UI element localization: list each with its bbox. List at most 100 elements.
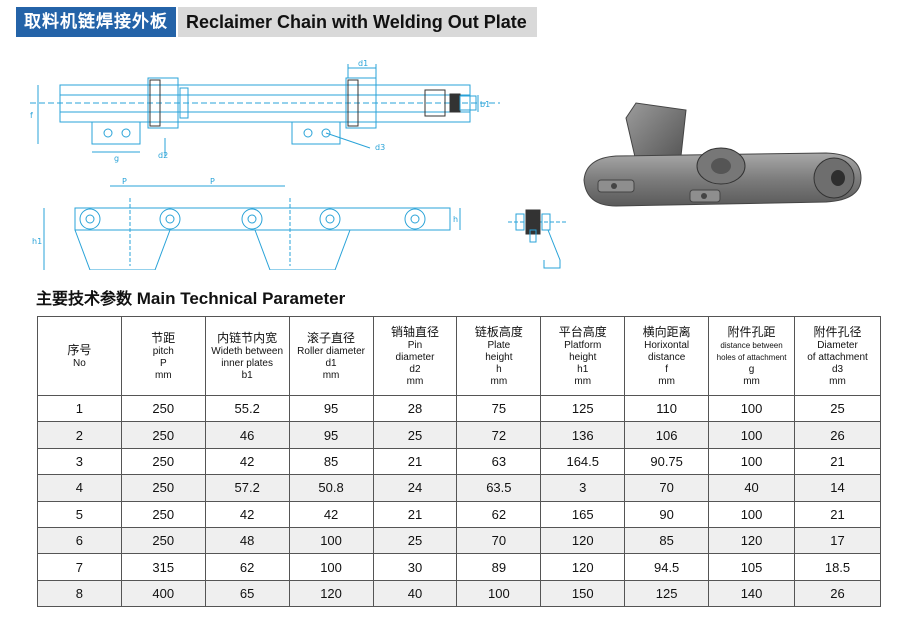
header-attachment-diameter: 附件孔径 Diameter of attachment d3 mm [794, 316, 881, 396]
table-cell: 3 [540, 474, 626, 502]
table-cell: 250 [120, 421, 206, 449]
table-cell: 21 [794, 500, 881, 528]
table-cell: 100 [288, 526, 374, 555]
table-cell: 25 [372, 526, 458, 555]
table-cell: 315 [120, 553, 206, 581]
section-title-english: Main Technical Parameter [136, 289, 346, 308]
table-cell: 4 [37, 474, 122, 502]
label-b1: b1 [480, 100, 490, 109]
header-roller-diameter: 滚子直径 Roller diameter d1 mm [288, 316, 374, 396]
cross-section-drawing [508, 209, 568, 269]
table-cell: 164.5 [540, 447, 626, 476]
table-cell: 28 [372, 394, 458, 423]
table-cell: 250 [120, 394, 206, 423]
table-cell: 125 [540, 394, 626, 423]
header-plate-height: 链板高度 Plate height h mm [456, 316, 542, 396]
table-cell: 5 [37, 500, 122, 528]
table-cell: 95 [288, 421, 374, 449]
label-g: g [114, 154, 119, 163]
table-cell: 140 [708, 579, 795, 608]
chain-product-image [583, 102, 862, 207]
table-cell: 89 [456, 553, 542, 581]
table-cell: 17 [794, 526, 881, 555]
label-pitch-2: P [210, 178, 215, 186]
label-f: f [30, 111, 33, 120]
label-pitch-1: P [122, 178, 127, 186]
title-chinese: 取料机链焊接外板 [16, 7, 176, 37]
table-cell: 21 [372, 447, 458, 476]
table-cell: 30 [372, 553, 458, 581]
header-pitch: 节距 pitch P mm [120, 316, 206, 396]
table-cell: 57.2 [204, 474, 290, 502]
title-english: Reclaimer Chain with Welding Out Plate [178, 7, 537, 37]
header-pin-diameter: 销轴直径 Pin diameter d2 mm [372, 316, 458, 396]
table-cell: 100 [708, 447, 795, 476]
table-cell: 26 [794, 579, 881, 608]
table-cell: 14 [794, 474, 881, 502]
table-cell: 42 [204, 447, 290, 476]
table-cell: 62 [456, 500, 542, 528]
table-cell: 42 [288, 500, 374, 528]
table-cell: 8 [37, 579, 122, 608]
table-cell: 120 [708, 526, 795, 555]
table-cell: 400 [120, 579, 206, 608]
table-cell: 3 [37, 447, 122, 476]
table-cell: 50.8 [288, 474, 374, 502]
table-cell: 150 [540, 579, 626, 608]
table-cell: 250 [120, 447, 206, 476]
table-cell: 62 [204, 553, 290, 581]
table-cell: 250 [120, 474, 206, 502]
table-cell: 100 [708, 394, 795, 423]
chain-side-view-drawing: P P h h1 [32, 178, 461, 270]
table-cell: 120 [540, 526, 626, 555]
table-cell: 25 [794, 394, 881, 423]
label-h1: h1 [32, 237, 42, 246]
table-cell: 40 [708, 474, 795, 502]
table-cell: 21 [372, 500, 458, 528]
label-h: h [453, 215, 458, 224]
section-title: 主要技术参数 Main Technical Parameter [36, 285, 345, 309]
table-cell: 100 [708, 421, 795, 449]
table-cell: 18.5 [794, 553, 881, 581]
table-cell: 25 [372, 421, 458, 449]
chain-top-view-drawing: d1 g d2 d3 f b1 [30, 60, 500, 163]
page-header: 取料机链焊接外板 Reclaimer Chain with Welding Ou… [16, 6, 537, 38]
table-cell: 95 [288, 394, 374, 423]
table-cell: 94.5 [624, 553, 710, 581]
table-cell: 55.2 [204, 394, 290, 423]
table-cell: 110 [624, 394, 710, 423]
table-cell: 1 [37, 394, 122, 423]
table-cell: 250 [120, 526, 206, 555]
table-cell: 70 [456, 526, 542, 555]
table-cell: 2 [37, 421, 122, 449]
table-cell: 165 [540, 500, 626, 528]
table-cell: 75 [456, 394, 542, 423]
table-cell: 136 [540, 421, 626, 449]
table-cell: 24 [372, 474, 458, 502]
table-header: 序号 No 节距 pitch P mm 内链节内宽 Wideth between… [37, 316, 881, 396]
table-cell: 125 [624, 579, 710, 608]
header-horizontal-distance: 横向距离 Horixontal distance f mm [624, 316, 710, 396]
table-cell: 90.75 [624, 447, 710, 476]
table-cell: 105 [708, 553, 795, 581]
table-cell: 85 [624, 526, 710, 555]
table-cell: 120 [288, 579, 374, 608]
table-cell: 100 [288, 553, 374, 581]
table-cell: 7 [37, 553, 122, 581]
table-cell: 85 [288, 447, 374, 476]
table-cell: 120 [540, 553, 626, 581]
table-cell: 63 [456, 447, 542, 476]
table-cell: 250 [120, 500, 206, 528]
table-cell: 72 [456, 421, 542, 449]
section-title-chinese: 主要技术参数 [36, 289, 133, 308]
table-cell: 100 [456, 579, 542, 608]
label-d3: d3 [375, 143, 385, 152]
header-platform-height: 平台高度 Platform height h1 mm [540, 316, 626, 396]
